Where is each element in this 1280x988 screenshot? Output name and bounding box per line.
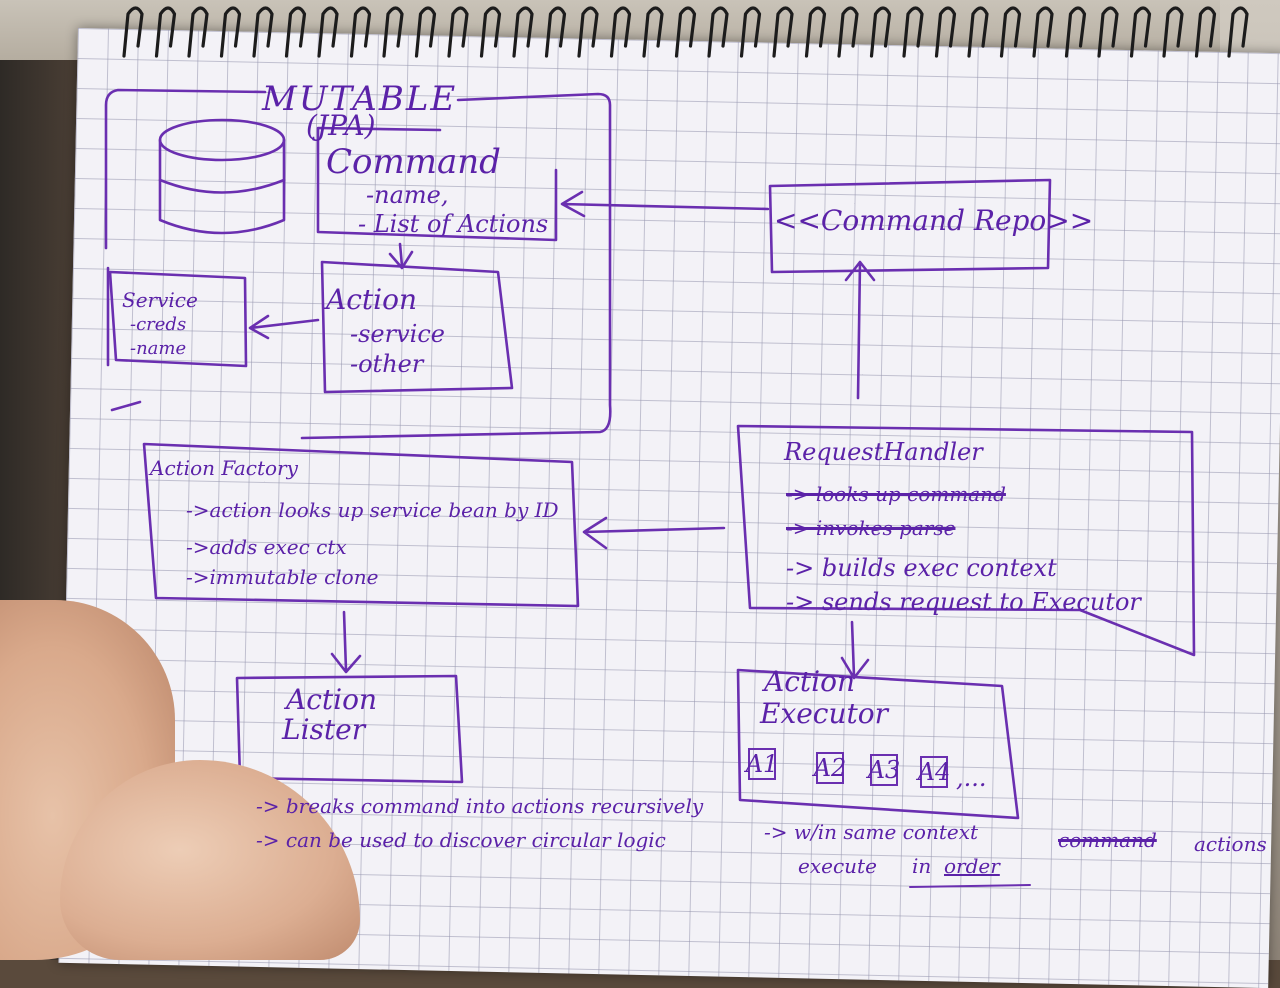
- request-handler-title: RequestHandler: [784, 438, 983, 466]
- spiral-coil: [999, 6, 1022, 58]
- spiral-coil: [967, 6, 989, 58]
- action-chip-a1: A1: [745, 748, 779, 780]
- spiral-coil: [837, 6, 859, 58]
- command-repo-title: <<Command Repo>>: [774, 204, 1094, 237]
- order-underline: [909, 884, 1031, 888]
- spiral-coil: [284, 6, 307, 58]
- action-factory-title: Action Factory: [150, 456, 298, 480]
- spiral-coil: [544, 6, 567, 58]
- spiral-coil: [414, 6, 437, 58]
- spiral-coil: [1032, 6, 1054, 58]
- action-lister-note-2: -> can be used to discover circular logi…: [256, 828, 666, 852]
- spiral-coil: [349, 6, 372, 58]
- action-executor-title-2: Executor: [760, 697, 889, 730]
- action-factory-item-ctx: ->adds exec ctx: [186, 535, 347, 559]
- spiral-coil: [609, 6, 632, 58]
- action-box: [320, 260, 514, 394]
- spiral-coil: [317, 6, 339, 58]
- spiral-coil: [804, 6, 827, 58]
- executor-note-struck: command: [1058, 828, 1157, 852]
- action-factory-item-clone: ->immutable clone: [186, 565, 379, 589]
- spiral-coil: [1162, 6, 1184, 58]
- mutable-subtitle: (JPA): [306, 109, 376, 142]
- executor-note-execute: execute: [798, 854, 877, 878]
- spiral-coil: [577, 6, 599, 58]
- command-repo-box: [768, 178, 1052, 274]
- request-handler-struck-lookup: -> looks up command: [786, 482, 1006, 506]
- action-executor-title-1: Action: [764, 665, 855, 698]
- database-icon: [158, 118, 286, 235]
- diagram-lines: [104, 88, 1196, 888]
- spiral-coil: [1129, 6, 1152, 58]
- action-lister-box: [235, 674, 464, 784]
- service-box: [108, 270, 248, 368]
- arrow-handler-to-repo: [844, 260, 876, 400]
- arrow-handler-to-factory: [582, 516, 726, 550]
- request-handler-item-context: -> builds exec context: [786, 554, 1057, 582]
- spiral-coil: [1227, 6, 1249, 58]
- spiral-coil: [122, 6, 144, 58]
- action-title: Action: [326, 283, 417, 316]
- arrow-command-to-action: [388, 242, 414, 270]
- action-lister-title-2: Lister: [282, 713, 366, 746]
- request-handler-item-send: -> sends request to Executor: [786, 588, 1141, 616]
- action-field-service: -service: [350, 320, 445, 348]
- service-field-creds: -creds: [130, 314, 187, 335]
- action-lister-title-1: Action: [286, 683, 377, 716]
- action-chip-ellipsis: ,...: [956, 764, 987, 792]
- spiral-coil: [479, 6, 502, 58]
- spiral-coil: [154, 6, 177, 58]
- service-field-name: -name: [130, 338, 187, 359]
- command-field-name: -name,: [366, 181, 449, 209]
- spiral-coil: [772, 6, 794, 58]
- spiral-coil: [902, 6, 924, 58]
- action-chip-a3: A3: [867, 754, 901, 786]
- spiral-coil: [869, 6, 892, 58]
- request-handler-struck-parse: -> invokes parse: [786, 516, 956, 540]
- action-chip-a4: A4: [917, 756, 951, 788]
- action-lister-note-1: -> breaks command into actions recursive…: [256, 794, 704, 818]
- spiral-coil: [707, 6, 729, 58]
- spiral-coil: [739, 6, 762, 58]
- spiral-coil: [1064, 6, 1087, 58]
- spiral-coil: [1194, 6, 1217, 58]
- spiral-binding: [122, 6, 1249, 58]
- spiral-coil: [512, 6, 534, 58]
- action-executor-box: [736, 668, 1020, 820]
- arrow-handler-to-executor: [840, 620, 870, 680]
- executor-note-tail: actions: [1194, 832, 1267, 856]
- spiral-coil: [382, 6, 404, 58]
- executor-note-in: in: [912, 854, 932, 878]
- command-field-actions: - List of Actions: [358, 210, 549, 238]
- spiral-coil: [252, 6, 274, 58]
- command-title: Command: [326, 142, 501, 182]
- spiral-coil: [674, 6, 697, 58]
- spiral-coil: [1097, 6, 1119, 58]
- action-factory-box: [142, 442, 580, 608]
- spiral-coil: [642, 6, 664, 58]
- action-field-other: -other: [350, 350, 424, 378]
- service-title: Service: [122, 288, 198, 312]
- action-factory-item-lookup: ->action looks up service bean by ID: [186, 498, 559, 522]
- command-box: [316, 126, 558, 242]
- arrow-factory-to-lister: [330, 610, 362, 674]
- spiral-coil: [447, 6, 469, 58]
- mutable-zone-border: [104, 88, 612, 440]
- spiral-coil: [934, 6, 957, 58]
- arrow-repo-to-command: [560, 190, 770, 218]
- action-chip-a2: A2: [813, 752, 847, 784]
- arrow-action-to-service: [248, 314, 320, 340]
- request-handler-box: [736, 424, 1196, 657]
- executor-note-line1: -> w/in same context: [764, 820, 979, 844]
- mutable-title: MUTABLE: [262, 79, 458, 119]
- spiral-coil: [187, 6, 209, 58]
- spiral-coil: [219, 6, 242, 58]
- executor-note-order: order: [944, 854, 1000, 878]
